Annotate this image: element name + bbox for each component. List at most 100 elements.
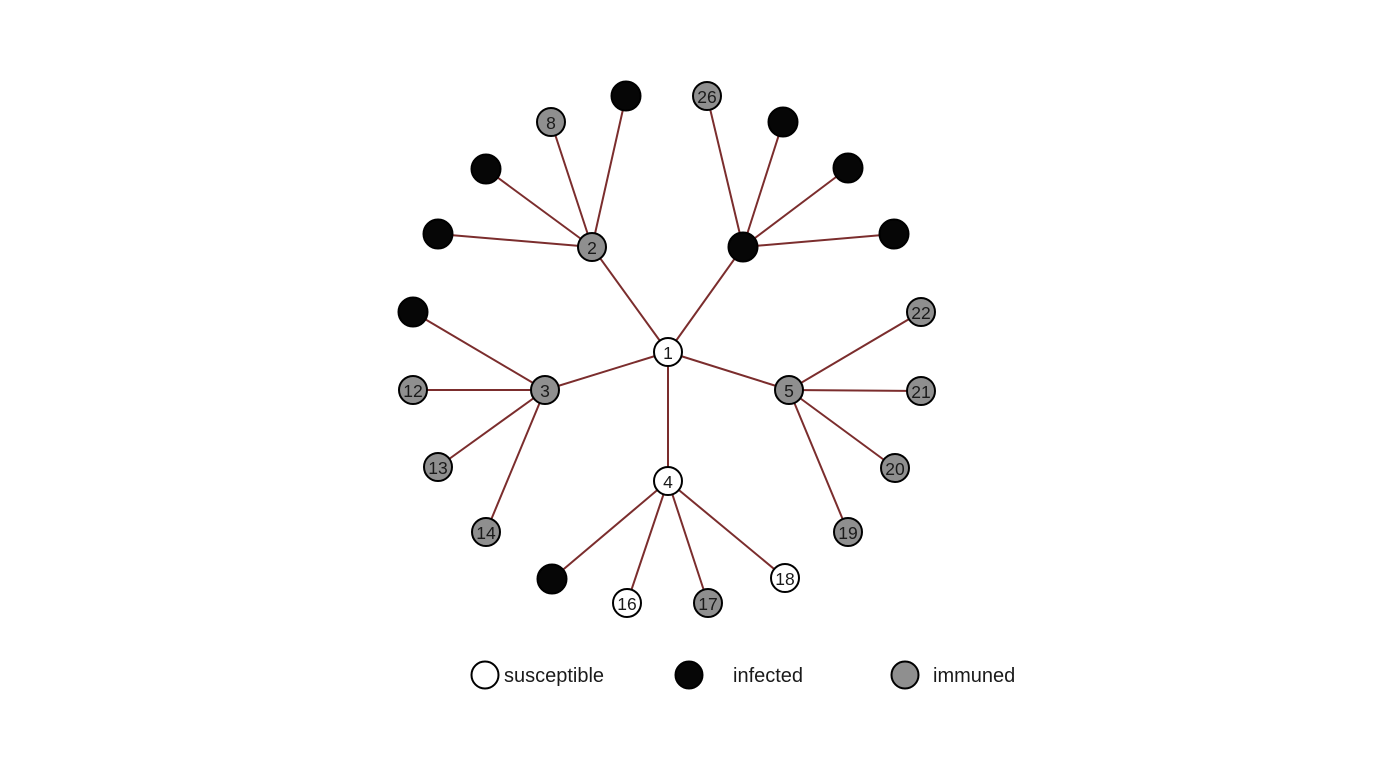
- edge-3-13: [437, 389, 546, 468]
- node-13-immuned-circle: [423, 452, 453, 482]
- legend-infected-circle-icon: [674, 660, 704, 690]
- legend-item-infected: infected: [674, 660, 803, 690]
- edge-3-b7: [412, 311, 546, 391]
- node-5-immuned-circle: [774, 375, 804, 405]
- node-label-12: 12: [403, 381, 422, 401]
- node-label-8: 8: [546, 113, 556, 133]
- edge-1-5: [667, 351, 790, 391]
- node-4-susceptible-circle: [653, 466, 683, 496]
- node-group-b2: [470, 153, 502, 185]
- node-group-1: 1: [653, 337, 683, 367]
- node-label-17: 17: [698, 594, 717, 614]
- node-label-20: 20: [885, 459, 905, 479]
- edge-5-22: [788, 311, 922, 391]
- node-label-21: 21: [911, 382, 930, 402]
- node-label-1: 1: [663, 343, 673, 363]
- edge-hub-b6: [742, 233, 895, 248]
- edge-3-14: [485, 389, 546, 533]
- node-21-immuned-circle: [906, 376, 936, 406]
- node-b8-infected-circle: [536, 563, 568, 595]
- node-b6-infected-circle: [878, 218, 910, 250]
- node-group-17: 17: [693, 588, 723, 618]
- edge-5-19: [788, 389, 849, 533]
- node-8-immuned-circle: [536, 107, 566, 137]
- node-label-4: 4: [663, 472, 673, 492]
- node-label-2: 2: [587, 238, 597, 258]
- node-19-immuned-circle: [833, 517, 863, 547]
- edge-5-21: [788, 389, 922, 392]
- legend-label-immuned: immuned: [933, 665, 1015, 687]
- node-label-16: 16: [617, 594, 636, 614]
- edge-2-b3: [437, 233, 593, 248]
- node-group-b7: [397, 296, 429, 328]
- edge-4-17: [667, 480, 709, 604]
- node-b4-infected-circle: [767, 106, 799, 138]
- legend-item-susceptible: susceptible: [470, 660, 604, 690]
- legend-label-infected: infected: [733, 665, 803, 687]
- edge-2-b2: [485, 168, 593, 248]
- node-group-2: 2: [577, 232, 607, 262]
- edge-hub-b5: [742, 167, 849, 248]
- node-group-14: 14: [471, 517, 501, 547]
- node-2-immuned-circle: [577, 232, 607, 262]
- edge-hub-26: [706, 95, 744, 248]
- edge-1-3: [544, 351, 669, 391]
- node-label-22: 22: [911, 303, 930, 323]
- node-group-12: 12: [398, 375, 428, 405]
- edge-4-18: [667, 480, 786, 579]
- node-17-immuned-circle: [693, 588, 723, 618]
- node-18-susceptible-circle: [770, 563, 800, 593]
- legend-immuned-circle-icon: [890, 660, 920, 690]
- node-group-hub: [727, 231, 759, 263]
- edge-4-b8: [551, 480, 669, 580]
- edge-2-b1: [591, 95, 627, 248]
- legend-label-susceptible: susceptible: [504, 665, 604, 687]
- node-b1-infected-circle: [610, 80, 642, 112]
- node-label-18: 18: [775, 569, 794, 589]
- node-1-susceptible-circle: [653, 337, 683, 367]
- node-label-3: 3: [540, 381, 550, 401]
- legend-item-immuned: immuned: [890, 660, 1015, 690]
- node-label-19: 19: [838, 523, 857, 543]
- node-group-3: 3: [530, 375, 560, 405]
- node-3-immuned-circle: [530, 375, 560, 405]
- node-group-b6: [878, 218, 910, 250]
- node-b3-infected-circle: [422, 218, 454, 250]
- node-group-18: 18: [770, 563, 800, 593]
- node-16-susceptible-circle: [612, 588, 642, 618]
- node-b7-infected-circle: [397, 296, 429, 328]
- node-group-5: 5: [774, 375, 804, 405]
- node-26-immuned-circle: [692, 81, 722, 111]
- node-group-b5: [832, 152, 864, 184]
- node-group-19: 19: [833, 517, 863, 547]
- edge-2-8: [550, 121, 593, 248]
- edge-layer: [412, 95, 922, 604]
- edge-4-16: [626, 480, 669, 604]
- node-b5-infected-circle: [832, 152, 864, 184]
- legend-susceptible-circle-icon: [470, 660, 500, 690]
- node-hub-infected-circle: [727, 231, 759, 263]
- node-group-13: 13: [423, 452, 453, 482]
- edge-1-2: [591, 246, 669, 353]
- node-12-immuned-circle: [398, 375, 428, 405]
- node-group-4: 4: [653, 466, 683, 496]
- node-group-b1: [610, 80, 642, 112]
- node-group-26: 26: [692, 81, 722, 111]
- node-label-5: 5: [784, 381, 794, 401]
- node-label-13: 13: [428, 458, 447, 478]
- node-group-b8: [536, 563, 568, 595]
- node-20-immuned-circle: [880, 453, 910, 483]
- edge-1-hub: [667, 246, 744, 353]
- node-b2-infected-circle: [470, 153, 502, 185]
- node-group-b4: [767, 106, 799, 138]
- node-label-26: 26: [697, 87, 716, 107]
- edge-hub-b4: [742, 121, 784, 248]
- node-group-8: 8: [536, 107, 566, 137]
- node-group-22: 22: [906, 297, 936, 327]
- node-group-16: 16: [612, 588, 642, 618]
- node-group-20: 20: [880, 453, 910, 483]
